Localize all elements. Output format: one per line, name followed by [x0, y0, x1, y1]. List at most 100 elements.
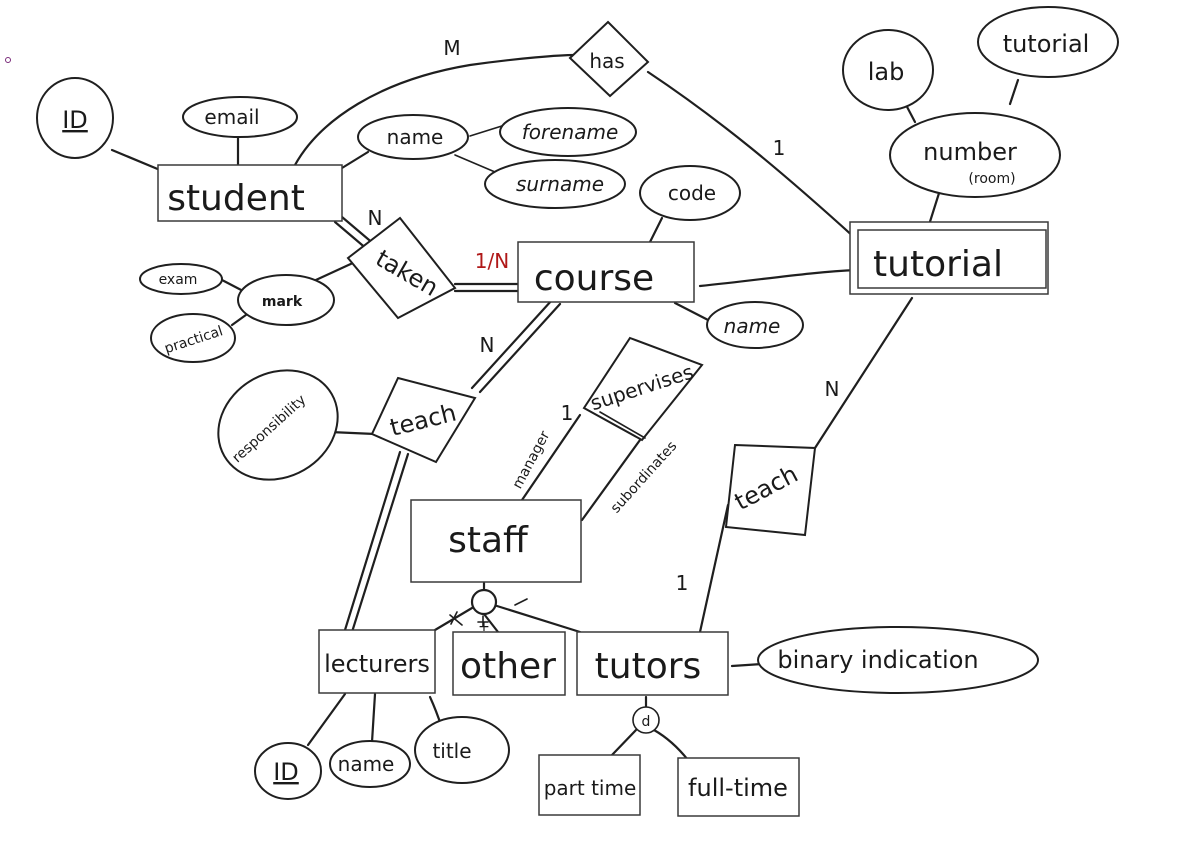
tutorial-type-text: tutorial: [1003, 30, 1090, 58]
link-name-surname: [454, 154, 496, 173]
spec-tutors-circle: d: [632, 706, 660, 734]
attr-lab: lab: [842, 29, 934, 111]
role-manager-text: manager: [510, 428, 554, 491]
link-responsibility-teach: [328, 430, 377, 436]
link-teach-lecturers-b: [350, 452, 410, 634]
full-time-text: full-time: [688, 774, 788, 802]
attr-number: number (room): [889, 112, 1061, 198]
link-course-name: [673, 301, 714, 324]
student-text: student: [167, 178, 305, 219]
lecturer-id-text: ID: [273, 758, 299, 786]
attr-course-name: name: [706, 301, 804, 349]
student-id-text: ID: [62, 106, 88, 134]
attr-name: name: [357, 114, 469, 160]
entity-other: other: [452, 631, 566, 696]
rel-has: has: [568, 20, 650, 98]
card-teach-tutorial: N: [825, 377, 840, 401]
staff-text: staff: [448, 520, 529, 561]
attr-code: code: [639, 165, 741, 221]
attr-email: email: [182, 96, 298, 138]
name-text: name: [387, 125, 444, 149]
room-text: (room): [968, 171, 1015, 187]
attr-forename: forename: [499, 107, 637, 157]
entity-tutors: tutors: [576, 631, 729, 696]
link-course-teach-a: [470, 298, 554, 390]
card-teach-course: N: [480, 333, 495, 357]
course-name-text: name: [724, 314, 781, 338]
entity-tutorial: tutorial: [849, 221, 1049, 295]
link-supervises-subordinates: [580, 438, 642, 522]
link-teach-lecturers-a: [343, 450, 402, 632]
link-student-name: [340, 150, 370, 170]
link-d-parttime: [610, 728, 638, 757]
entity-part-time: part time: [538, 754, 641, 816]
code-text: code: [668, 181, 716, 205]
lecturer-name-text: name: [338, 752, 395, 776]
attr-tutorial-type: tutorial: [977, 6, 1119, 78]
attr-binary-indication: binary indication: [757, 626, 1039, 694]
link-lecturers-name: [370, 692, 377, 744]
rel-teach-course: teach: [370, 376, 477, 464]
entity-course: course: [517, 241, 695, 303]
mark-text: mark: [262, 294, 303, 310]
attr-responsibility: responsibility: [217, 369, 339, 481]
email-text: email: [204, 105, 259, 129]
link-lecturers-id: [306, 692, 347, 747]
link-student-id: [110, 148, 162, 172]
tutors-text: tutors: [595, 646, 702, 687]
lecturers-text: lecturers: [324, 650, 430, 678]
link-spec-other: [482, 612, 500, 634]
card-has-student: M: [443, 36, 460, 60]
attr-surname: surname: [484, 159, 626, 209]
link-supervises-manager: [520, 413, 582, 502]
has-text: has: [589, 49, 624, 73]
entity-lecturers: lecturers: [318, 629, 436, 694]
link-number-tutorialtype: [1008, 78, 1020, 106]
tutorial-text: tutorial: [873, 244, 1003, 285]
subset-marks: [449, 598, 528, 627]
card-taken-student: N: [368, 206, 383, 230]
number-text: number: [923, 138, 1017, 166]
spec-staff-circle: +: [470, 588, 498, 635]
card-teach-tutors: 1: [676, 571, 689, 595]
lecturer-title-text: title: [432, 739, 471, 763]
entity-student: student: [157, 164, 343, 222]
entity-full-time: full-time: [677, 757, 800, 817]
stray-dot: [5, 57, 11, 63]
spec-tutors-symbol: d: [642, 714, 651, 730]
surname-text: surname: [516, 172, 604, 196]
spec-staff-symbol: +: [478, 619, 490, 635]
link-teach-tutors: [698, 503, 730, 634]
attr-student-id: ID: [36, 77, 114, 159]
link-course-code: [648, 216, 664, 244]
attr-practical: practical: [150, 313, 236, 363]
course-text: course: [534, 258, 654, 299]
link-student-has: [293, 53, 577, 167]
other-text: other: [460, 646, 556, 687]
card-has-tutorial: 1: [773, 136, 786, 160]
rel-teach-tutorial: teach: [724, 443, 817, 537]
binary-indication-text: binary indication: [777, 646, 978, 674]
card-taken-course: 1/N: [475, 249, 509, 273]
attr-lecturer-title: title: [414, 716, 510, 784]
link-tutorial-teach: [813, 296, 914, 450]
part-time-text: part time: [544, 776, 637, 800]
link-student-taken-a: [333, 220, 370, 252]
card-supervises-manager: 1: [561, 401, 574, 425]
link-name-forename: [469, 124, 506, 137]
link-spec-tutors: [495, 604, 582, 634]
lab-text: lab: [868, 58, 905, 86]
attr-lecturer-id: ID: [254, 742, 322, 800]
role-subordinates-text: subordinates: [608, 438, 681, 516]
attr-exam: exam: [139, 263, 223, 295]
entity-staff: staff: [410, 499, 582, 583]
link-course-tutorial: [698, 268, 859, 288]
link-d-fulltime: [652, 728, 690, 762]
attr-lecturer-name: name: [329, 740, 411, 788]
link-tutors-binary: [730, 662, 764, 668]
rel-taken: taken: [346, 216, 457, 320]
exam-text: exam: [159, 272, 198, 288]
forename-text: forename: [522, 120, 619, 144]
rel-supervises: supervises: [582, 336, 704, 442]
